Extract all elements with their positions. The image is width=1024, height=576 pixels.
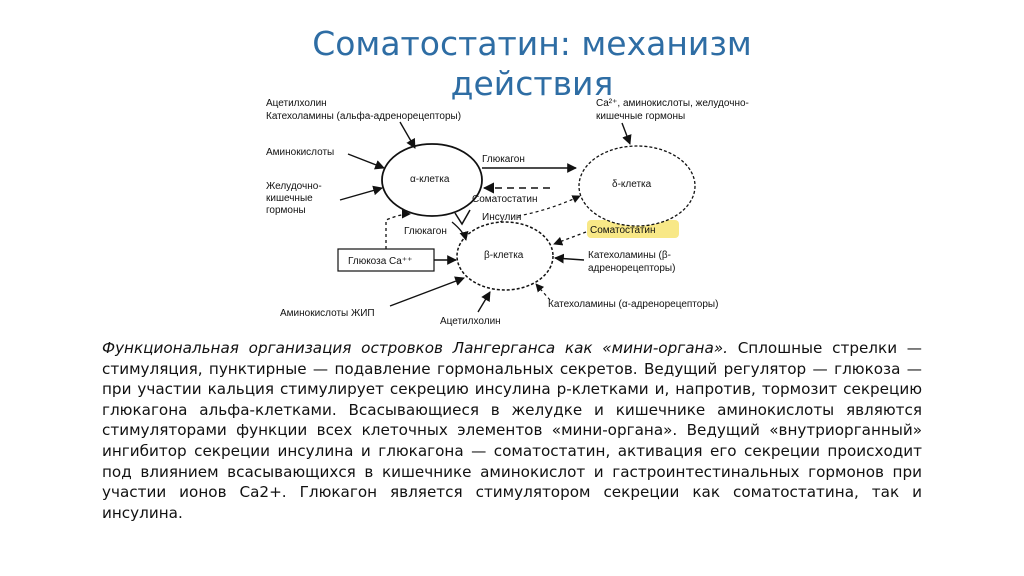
label-somatostatin-right: Соматостатин bbox=[590, 225, 656, 236]
caption-lead: Функциональная организация островков Лан… bbox=[102, 339, 728, 357]
alpha-input-gi-3: гормоны bbox=[266, 205, 306, 216]
beta-input-catechol-beta-1: Катехоламины (β- bbox=[588, 250, 671, 261]
slide-title: Соматостатин: механизм действия bbox=[312, 24, 752, 103]
alpha-input-gi-2: кишечные bbox=[266, 193, 313, 204]
alpha-cell-tail bbox=[454, 209, 471, 226]
arrow-catechol-beta bbox=[554, 253, 585, 264]
label-glucagon-top: Глюкагон bbox=[482, 154, 525, 165]
beta-input-catechol-alpha: Катехоламины (α-адренорецепторы) bbox=[548, 299, 718, 310]
arrow-gi-alpha bbox=[339, 185, 383, 201]
arrow-acetyl-beta bbox=[477, 291, 491, 313]
delta-cell-label: δ-клетка bbox=[612, 179, 652, 190]
label-insulin: Инсулин bbox=[482, 212, 521, 223]
caption-body: Сплошные стрелки — стимуляция, пунктирны… bbox=[102, 339, 922, 522]
figure-caption: Функциональная организация островков Лан… bbox=[102, 338, 922, 523]
alpha-input-amino-acids: Аминокислоты bbox=[266, 147, 334, 158]
label-glucagon-left: Глюкагон bbox=[404, 226, 447, 237]
arrow-amino-gip bbox=[389, 276, 465, 307]
alpha-input-catecholamines: Катехоламины (альфа-адренорецепторы) bbox=[266, 110, 461, 122]
beta-input-amino-gip: Аминокислоты ЖИП bbox=[280, 308, 375, 319]
glucose-box-label: Глюкоза Ca⁺⁺ bbox=[348, 256, 412, 267]
alpha-input-gi-1: Желудочно- bbox=[266, 181, 322, 192]
arrow-somatostatin-to-beta bbox=[553, 231, 587, 246]
delta-input-line1: Ca²⁺, аминокислоты, желудочно- bbox=[596, 98, 749, 109]
arrow-catecholamines-alpha bbox=[399, 121, 416, 149]
beta-input-acetylcholine: Ацетилхолин bbox=[440, 316, 501, 327]
delta-cell-shape bbox=[578, 145, 696, 227]
arrow-inputs-delta bbox=[621, 122, 632, 145]
beta-cell-shape bbox=[456, 221, 554, 291]
somatostatin-highlight bbox=[587, 220, 679, 238]
alpha-cell-label: α-клетка bbox=[410, 174, 450, 185]
arrow-catechol-alpha bbox=[535, 283, 551, 301]
beta-input-catechol-beta-2: адренорецепторы) bbox=[588, 263, 675, 274]
label-somatostatin-mid: Соматостатин bbox=[472, 194, 538, 205]
alpha-input-acetylcholine: Ацетилхолин bbox=[266, 98, 327, 109]
arrow-amino-alpha bbox=[347, 153, 385, 170]
islet-regulation-diagram: α-клетка β-клетка δ-клетка Ацетилхолин К… bbox=[266, 98, 749, 327]
delta-input-line2: кишечные гормоны bbox=[596, 111, 685, 122]
alpha-cell-shape bbox=[381, 143, 483, 217]
arrow-insulin bbox=[517, 195, 581, 217]
arrow-glucagon-to-beta bbox=[451, 221, 469, 241]
beta-cell-label: β-клетка bbox=[484, 250, 524, 261]
